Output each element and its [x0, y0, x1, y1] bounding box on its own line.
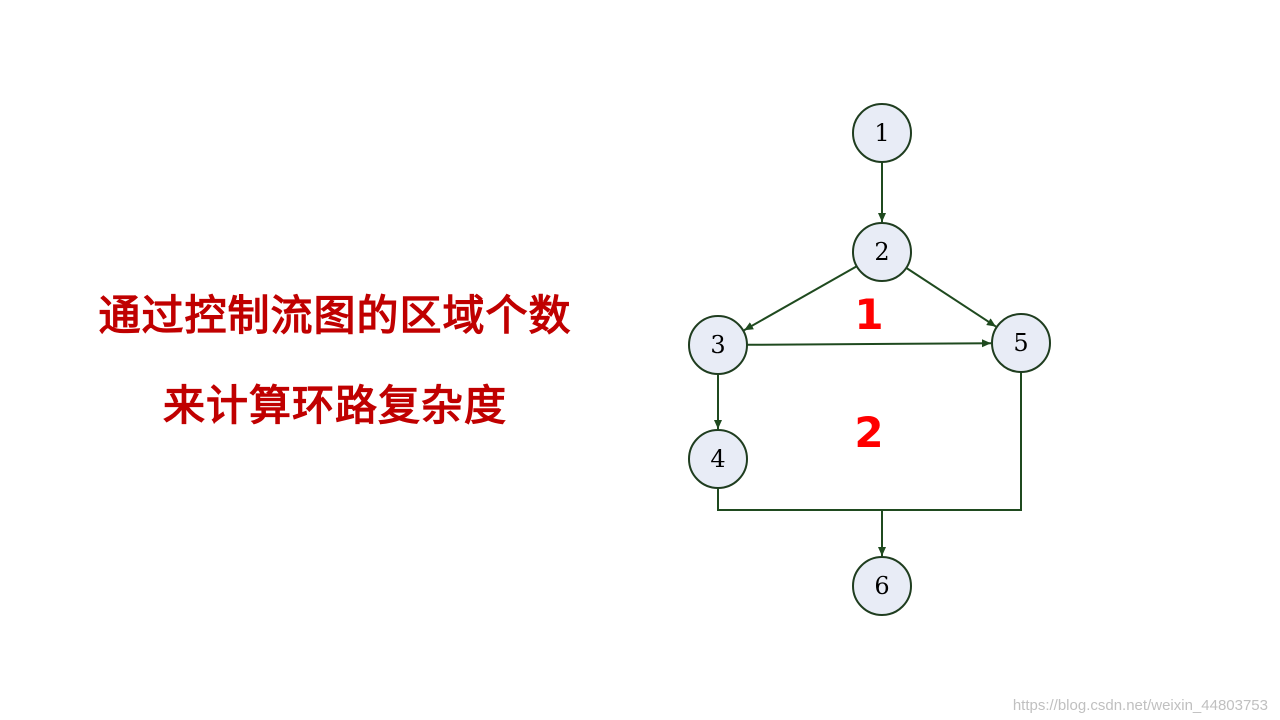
- headline-line-1: 通过控制流图的区域个数: [98, 291, 572, 340]
- node-3: 3: [688, 315, 748, 375]
- edge-2-5: [905, 267, 997, 328]
- node-2-circle: [852, 222, 912, 282]
- node-6-circle: [852, 556, 912, 616]
- node-2: 2: [852, 222, 912, 282]
- node-6: 6: [852, 556, 912, 616]
- node-6-label: 6: [874, 572, 889, 600]
- node-1: 1: [852, 103, 912, 163]
- edges-layer: [714, 162, 1022, 556]
- edge-5-6: [882, 372, 1022, 511]
- node-1-label: 1: [874, 119, 889, 147]
- node-5-label: 5: [1013, 329, 1028, 357]
- node-1-circle: [852, 103, 912, 163]
- node-5: 5: [991, 313, 1051, 373]
- headline-line-2: 来计算环路复杂度: [162, 381, 507, 430]
- node-3-circle: [688, 315, 748, 375]
- node-4-circle: [688, 429, 748, 489]
- node-4: 4: [688, 429, 748, 489]
- region-label-2: 2: [854, 408, 883, 457]
- region-label-1: 1: [854, 290, 883, 339]
- node-5-circle: [991, 313, 1051, 373]
- node-2-label: 2: [874, 238, 889, 266]
- node-3-label: 3: [710, 331, 725, 359]
- edge-4-6: [717, 488, 886, 556]
- edge-3-5: [746, 339, 992, 348]
- regions-layer: 12: [854, 290, 883, 457]
- watermark-text: https://blog.csdn.net/weixin_44803753: [1012, 697, 1268, 714]
- edge-2-3: [743, 265, 858, 332]
- node-4-label: 4: [710, 445, 725, 473]
